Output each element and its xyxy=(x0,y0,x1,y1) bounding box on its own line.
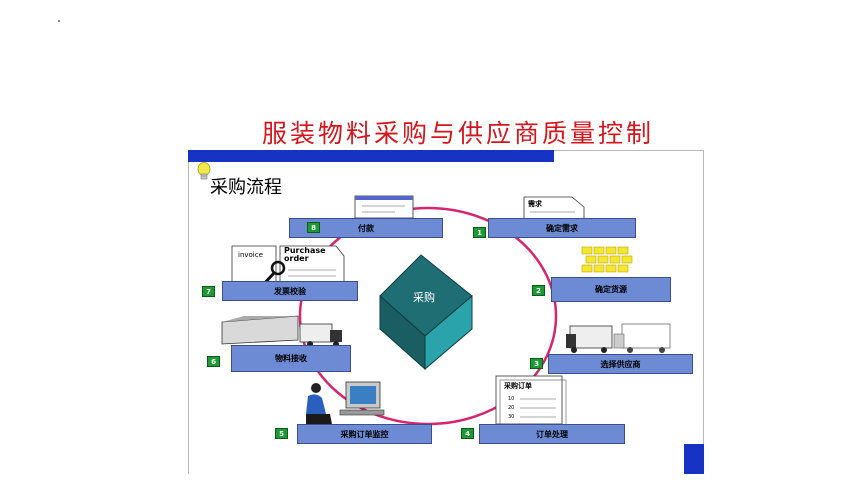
purchase-order-doc-label: Purchase order xyxy=(284,246,326,263)
frame-top-bar xyxy=(188,150,554,162)
step-box-6: 物料接收 xyxy=(231,345,351,372)
cheque-icon xyxy=(354,195,414,219)
po-line-1: 10 xyxy=(508,396,515,402)
computer-user-icon xyxy=(306,381,385,424)
requirement-doc-icon xyxy=(523,196,585,220)
step-label-3: 选择供应商 xyxy=(600,359,641,369)
step-num-2: 2 xyxy=(532,285,545,296)
truck-icon xyxy=(566,323,671,353)
step-box-2: 确定货源 xyxy=(551,277,671,302)
step-label-4: 订单处理 xyxy=(536,429,568,439)
frame-left-line xyxy=(188,150,189,474)
step-num-8: 8 xyxy=(307,222,320,233)
center-cube xyxy=(379,254,473,371)
source-grid-icon xyxy=(581,246,633,273)
invoice-doc-label: invoice xyxy=(238,251,263,259)
po-doc-title: 采购订单 xyxy=(504,382,532,390)
page-title: 服装物料采购与供应商质量控制 xyxy=(262,119,655,148)
step-label-1: 确定需求 xyxy=(546,223,578,233)
step-box-3: 选择供应商 xyxy=(548,354,693,374)
step-num-1: 1 xyxy=(473,227,486,238)
step-label-2: 确定货源 xyxy=(595,285,627,294)
step-num-5: 5 xyxy=(275,428,288,439)
step-num-3: 3 xyxy=(530,358,543,369)
frame-corner-bar xyxy=(684,444,704,474)
center-label: 采购 xyxy=(413,291,435,304)
step-label-8: 付款 xyxy=(358,223,374,233)
stray-dot xyxy=(58,20,60,22)
step-num-6: 6 xyxy=(207,356,220,367)
step-label-7: 发票校验 xyxy=(274,286,306,296)
step-box-4: 订单处理 xyxy=(479,424,625,444)
step-box-5: 采购订单监控 xyxy=(297,424,432,444)
frame-corner-foot xyxy=(690,468,704,474)
step-label-6: 物料接收 xyxy=(275,354,307,363)
warehouse-icon xyxy=(221,315,342,347)
po-line-3: 30 xyxy=(508,414,515,420)
frame-top-line xyxy=(554,150,704,151)
step-label-5: 采购订单监控 xyxy=(340,429,389,439)
frame-right-line xyxy=(703,150,704,450)
step-box-8: 付款 xyxy=(289,218,443,238)
lightbulb-icon xyxy=(197,162,211,180)
step-box-1: 确定需求 xyxy=(488,218,636,238)
step-box-7: 发票校验 xyxy=(222,281,358,301)
step-num-7: 7 xyxy=(202,286,215,297)
po-line-2: 20 xyxy=(508,405,515,411)
step-num-4: 4 xyxy=(461,428,474,439)
invoice-icon xyxy=(231,245,345,285)
requirement-doc-label: 需求 xyxy=(528,200,542,208)
purchase-order-icon xyxy=(495,375,567,429)
diagram-subtitle: 采购流程 xyxy=(210,177,282,198)
